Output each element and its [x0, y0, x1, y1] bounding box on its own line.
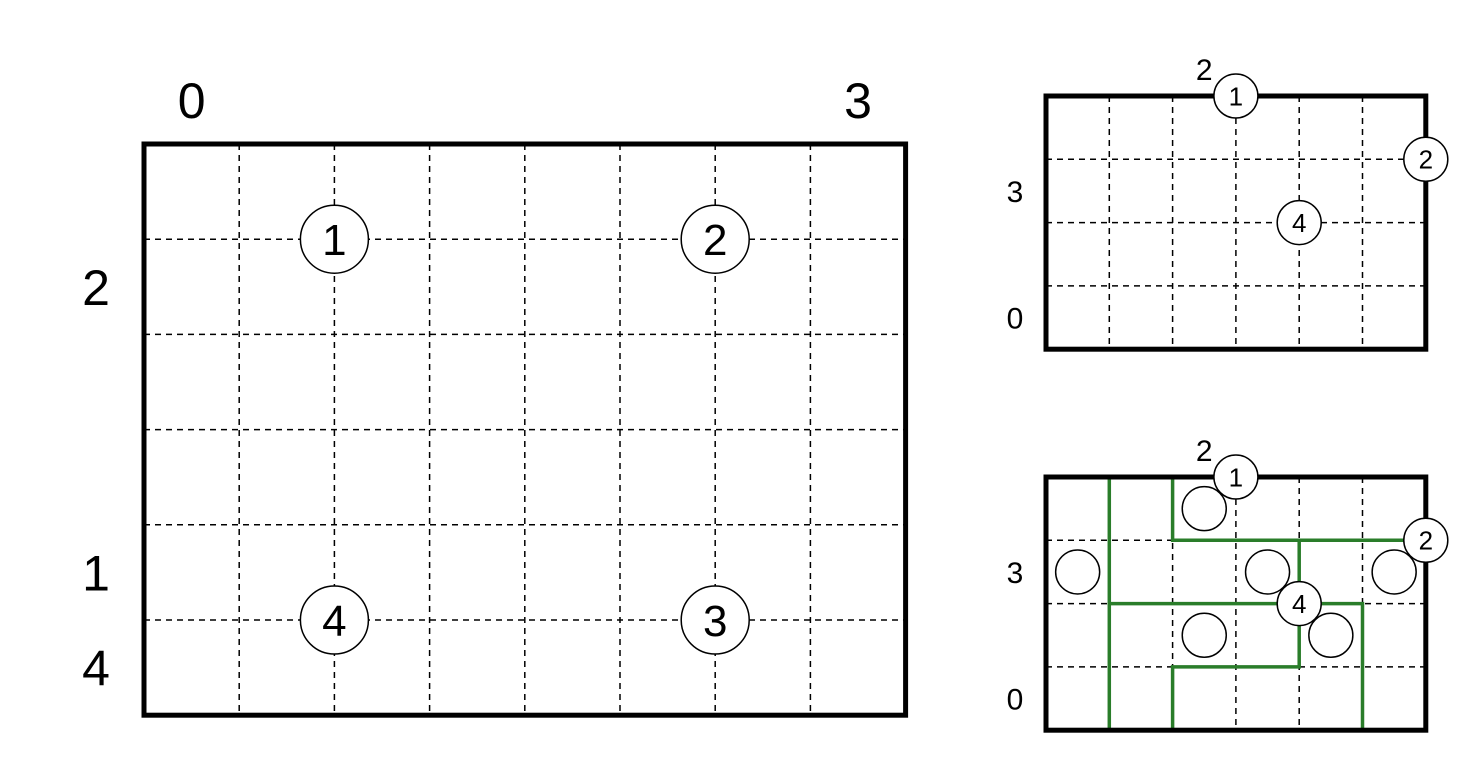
clue-circle	[1213, 73, 1259, 119]
clue-number: 4	[1292, 208, 1306, 238]
empty-circle-marker	[1371, 549, 1417, 595]
clue-number: 2	[1419, 526, 1433, 556]
column-label: 3	[844, 73, 872, 129]
column-label: 2	[1196, 435, 1213, 468]
grid-frame	[141, 141, 909, 718]
clue-circle	[680, 585, 750, 655]
empty-circle-marker	[1308, 612, 1354, 658]
row-label: 2	[82, 260, 110, 316]
clue-number: 3	[703, 597, 727, 646]
column-label: 2	[1196, 54, 1213, 87]
row-label: 3	[1007, 557, 1024, 590]
clue-number: 2	[703, 216, 727, 265]
clue-circle	[680, 204, 750, 274]
clue-number: 2	[1419, 145, 1433, 175]
row-label: 1	[82, 545, 110, 601]
clue-circle	[1213, 454, 1259, 500]
row-label: 4	[82, 641, 110, 697]
clue-number: 1	[1229, 81, 1243, 111]
row-label: 0	[1007, 683, 1024, 716]
row-label: 0	[1007, 302, 1024, 335]
empty-circle-marker	[1244, 549, 1291, 595]
empty-circle-marker	[1181, 612, 1227, 658]
large-puzzle-grid: 1 2 3 4 0 3 2 1 4	[82, 73, 909, 718]
clue-number: 4	[1292, 589, 1306, 619]
empty-circle-marker	[1054, 549, 1101, 595]
clue-circle	[1403, 517, 1449, 564]
solution-line	[1107, 601, 1365, 732]
column-label: 0	[178, 73, 206, 129]
clue-circle	[1276, 580, 1322, 627]
row-label: 3	[1007, 176, 1024, 209]
clue-circle	[1276, 199, 1322, 246]
empty-circle-marker	[1181, 485, 1227, 532]
clue-circle	[1403, 136, 1449, 183]
clue-number: 1	[322, 216, 346, 265]
clue-circle	[299, 585, 370, 655]
clue-number: 4	[322, 597, 346, 646]
clue-circle	[299, 204, 370, 274]
clue-number: 1	[1229, 462, 1243, 492]
solution-line	[1170, 475, 1428, 543]
